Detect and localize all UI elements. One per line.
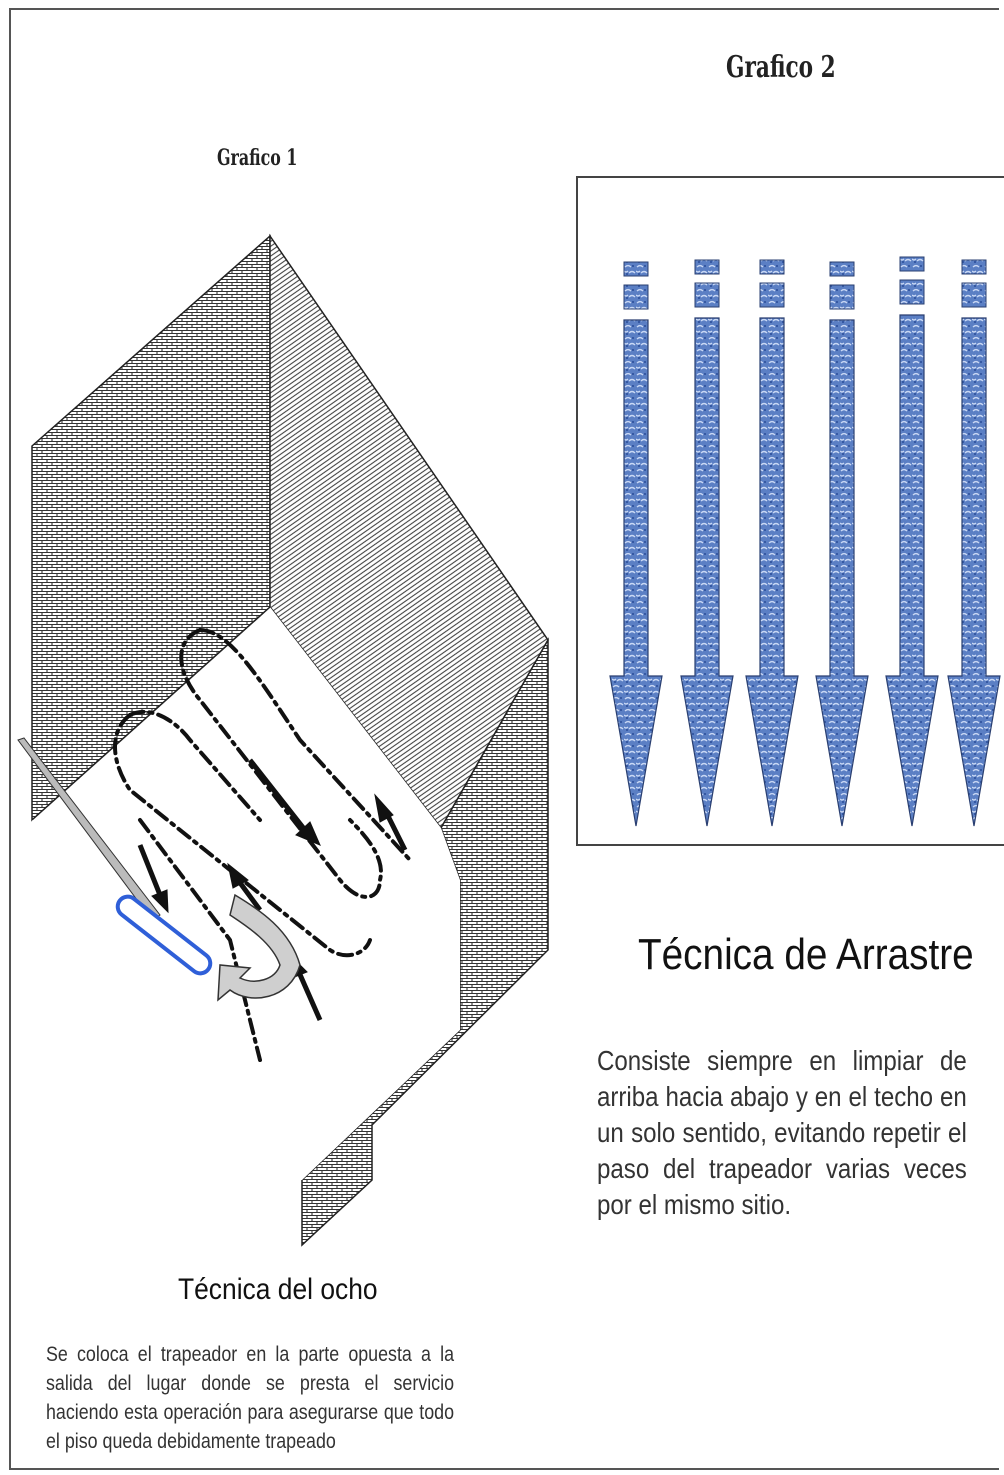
down-arrow	[609, 261, 663, 827]
arrow-body	[745, 317, 799, 827]
ocho-heading: Técnica del ocho	[178, 1273, 378, 1306]
curved-arrow	[217, 893, 301, 1002]
arrow-segment	[694, 259, 720, 275]
ocho-description: Se coloca el trapeador en la parte opues…	[46, 1343, 454, 1453]
grafico-1-title: Grafico 1	[217, 145, 298, 171]
arrow-segment	[961, 259, 987, 275]
arrow-body	[885, 314, 939, 827]
arrow-segment	[961, 282, 987, 308]
grafico-2-title: Grafico 2	[726, 50, 836, 85]
arrow-segment	[759, 259, 785, 275]
arrow-body	[947, 317, 1001, 827]
down-arrow	[885, 256, 939, 827]
down-arrow	[745, 259, 799, 827]
arrow-body	[815, 319, 869, 827]
arrow-body	[609, 319, 663, 827]
arrow-segment	[829, 284, 855, 310]
arrow-segment	[759, 282, 785, 308]
arrow-segment	[623, 261, 649, 277]
mop-head	[115, 894, 213, 976]
arrow-segment	[694, 282, 720, 308]
down-arrow	[947, 259, 1001, 827]
down-arrow	[680, 259, 734, 827]
arrow-segment	[623, 284, 649, 310]
arrow-segment	[899, 279, 925, 305]
page-frame	[9, 8, 999, 1470]
down-arrow	[815, 261, 869, 827]
arrow-segment	[829, 261, 855, 277]
arrow-segment	[899, 256, 925, 272]
direction-arrows	[137, 758, 408, 1022]
arrastre-heading: Técnica de Arrastre	[638, 930, 974, 979]
arrastre-description: Consiste siempre en limpiar de arriba ha…	[597, 1045, 967, 1220]
mop-handle	[17, 737, 161, 921]
arrow-body	[680, 317, 734, 827]
mop-path	[113, 628, 412, 1062]
